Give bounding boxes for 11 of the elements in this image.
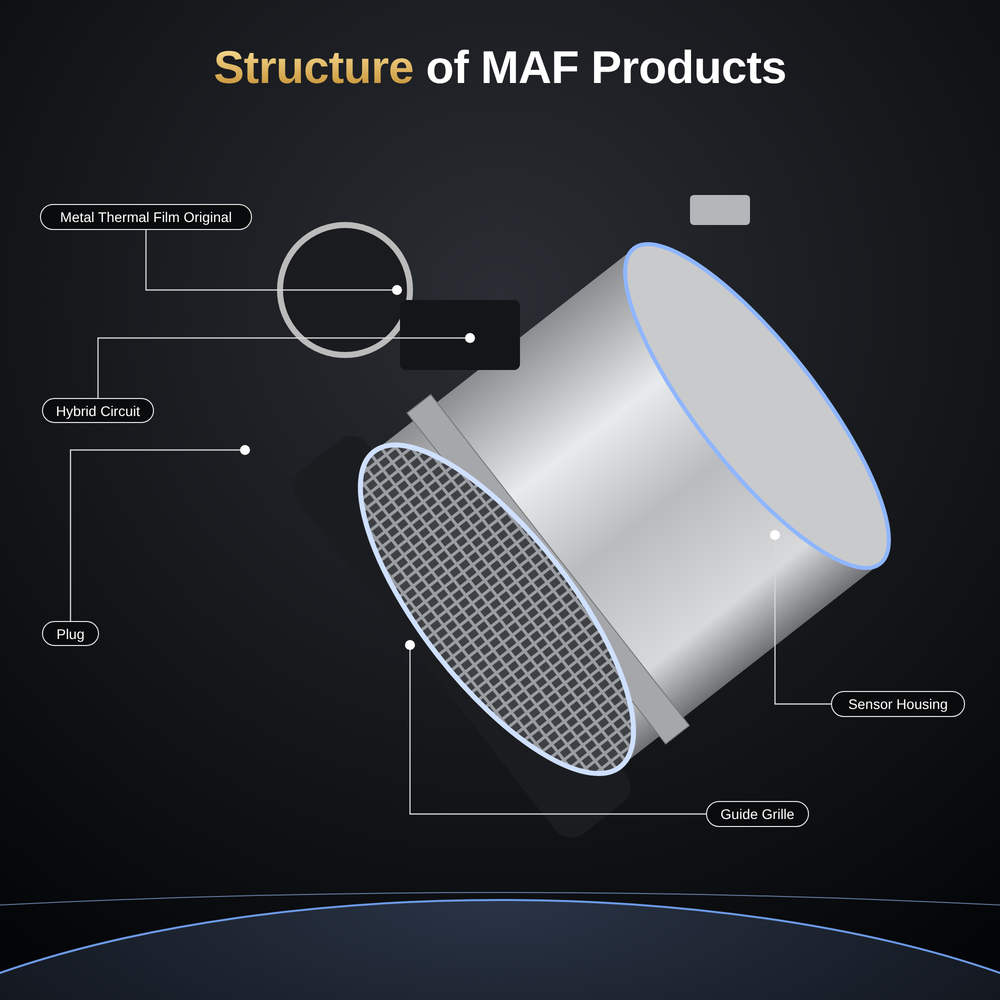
callout-label: Metal Thermal Film Original (40, 204, 252, 230)
callout-label: Sensor Housing (831, 691, 965, 717)
leader-line (70, 449, 240, 621)
leader-line (774, 540, 831, 705)
title: Structure of MAF Products (212, 40, 788, 94)
leader-line (145, 230, 392, 291)
leader-line (97, 337, 465, 398)
leader-line (409, 650, 706, 815)
callout-label: Plug (42, 621, 99, 646)
callout-label: Guide Grille (706, 801, 809, 827)
callout-label: Hybrid Circuit (42, 398, 154, 423)
